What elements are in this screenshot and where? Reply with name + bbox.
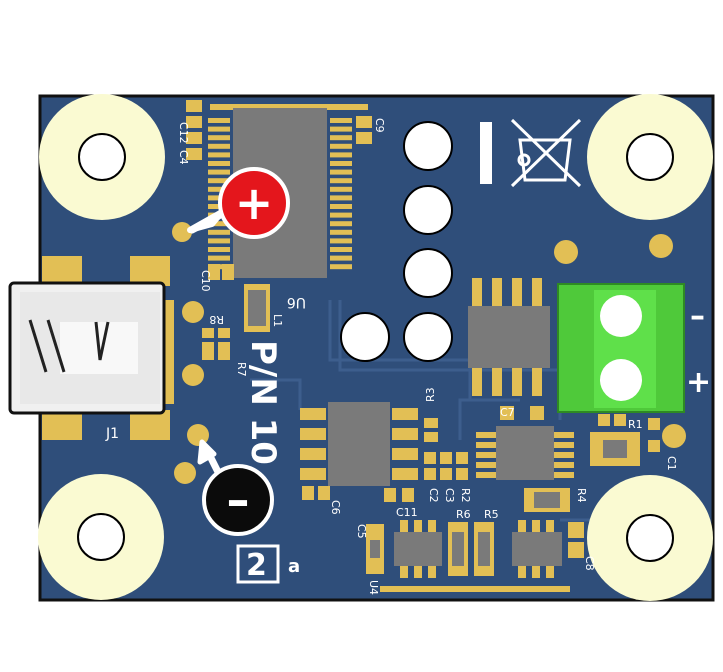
label-r7: R7: [235, 362, 248, 377]
label-r3: R3: [424, 387, 437, 402]
pads-mid-passives: [302, 406, 660, 502]
screw-terminal: [557, 283, 685, 413]
resistor-r1: [590, 432, 640, 466]
callout-plus-symbol: +: [235, 176, 274, 230]
callout-positive: +: [187, 167, 290, 239]
ic-mid-right: [476, 426, 574, 480]
resistor-r8-r7-pads: [202, 328, 230, 360]
ic-8pin-top: [468, 278, 550, 396]
mounting-hole-bottom-right: [587, 475, 713, 601]
inductor-l1: [244, 284, 270, 332]
through-hole-pads: [340, 121, 453, 362]
bottom-components: [366, 520, 584, 592]
label-r1: R1: [628, 418, 643, 431]
revision-digit: 2: [246, 548, 267, 583]
label-u4: U4: [367, 580, 380, 595]
label-c11: C11: [396, 506, 418, 519]
cap-c9-pads: [356, 116, 372, 144]
label-c10: C10: [199, 270, 212, 292]
resistor-r4: [524, 488, 570, 512]
label-c2: C2: [427, 488, 440, 503]
label-c6: C6: [329, 500, 342, 515]
label-u6: U6: [287, 294, 306, 310]
label-r4: R4: [575, 488, 588, 503]
label-c4: C4: [177, 150, 190, 165]
label-r6: R6: [456, 508, 471, 521]
terminal-plus-label: +: [686, 365, 711, 400]
usb-c-connector-j1: [8, 256, 174, 440]
label-c1: C1: [665, 456, 678, 471]
label-c3: C3: [443, 488, 456, 503]
label-c7: C7: [500, 406, 515, 419]
label-c12: C12: [177, 122, 190, 144]
ic-mid-left: [300, 402, 418, 486]
label-c8: C8: [583, 556, 596, 571]
terminal-minus-label: –: [690, 299, 705, 334]
mounting-hole-bottom-left: [38, 474, 164, 600]
cap-c10-pads: [208, 264, 234, 280]
label-r8: R8: [209, 313, 224, 326]
callout-negative: –: [197, 439, 274, 536]
label-r2: R2: [459, 488, 472, 503]
label-c5: C5: [355, 524, 368, 539]
part-number-label: P/N 10: [243, 340, 283, 465]
mounting-hole-top-left: [39, 94, 165, 220]
label-r5: R5: [484, 508, 499, 521]
revision-letter: a: [288, 556, 300, 577]
label-c9: C9: [373, 118, 386, 133]
revision-box: [236, 544, 280, 584]
cap-c12-c4-pads: [186, 100, 202, 160]
callout-minus-symbol: –: [227, 473, 250, 527]
mounting-hole-top-right: [587, 94, 713, 220]
pads-r1-extra: [598, 414, 626, 426]
label-l1: L1: [271, 314, 284, 327]
label-j1: J1: [105, 426, 119, 442]
weee-bin-icon: [480, 118, 582, 188]
